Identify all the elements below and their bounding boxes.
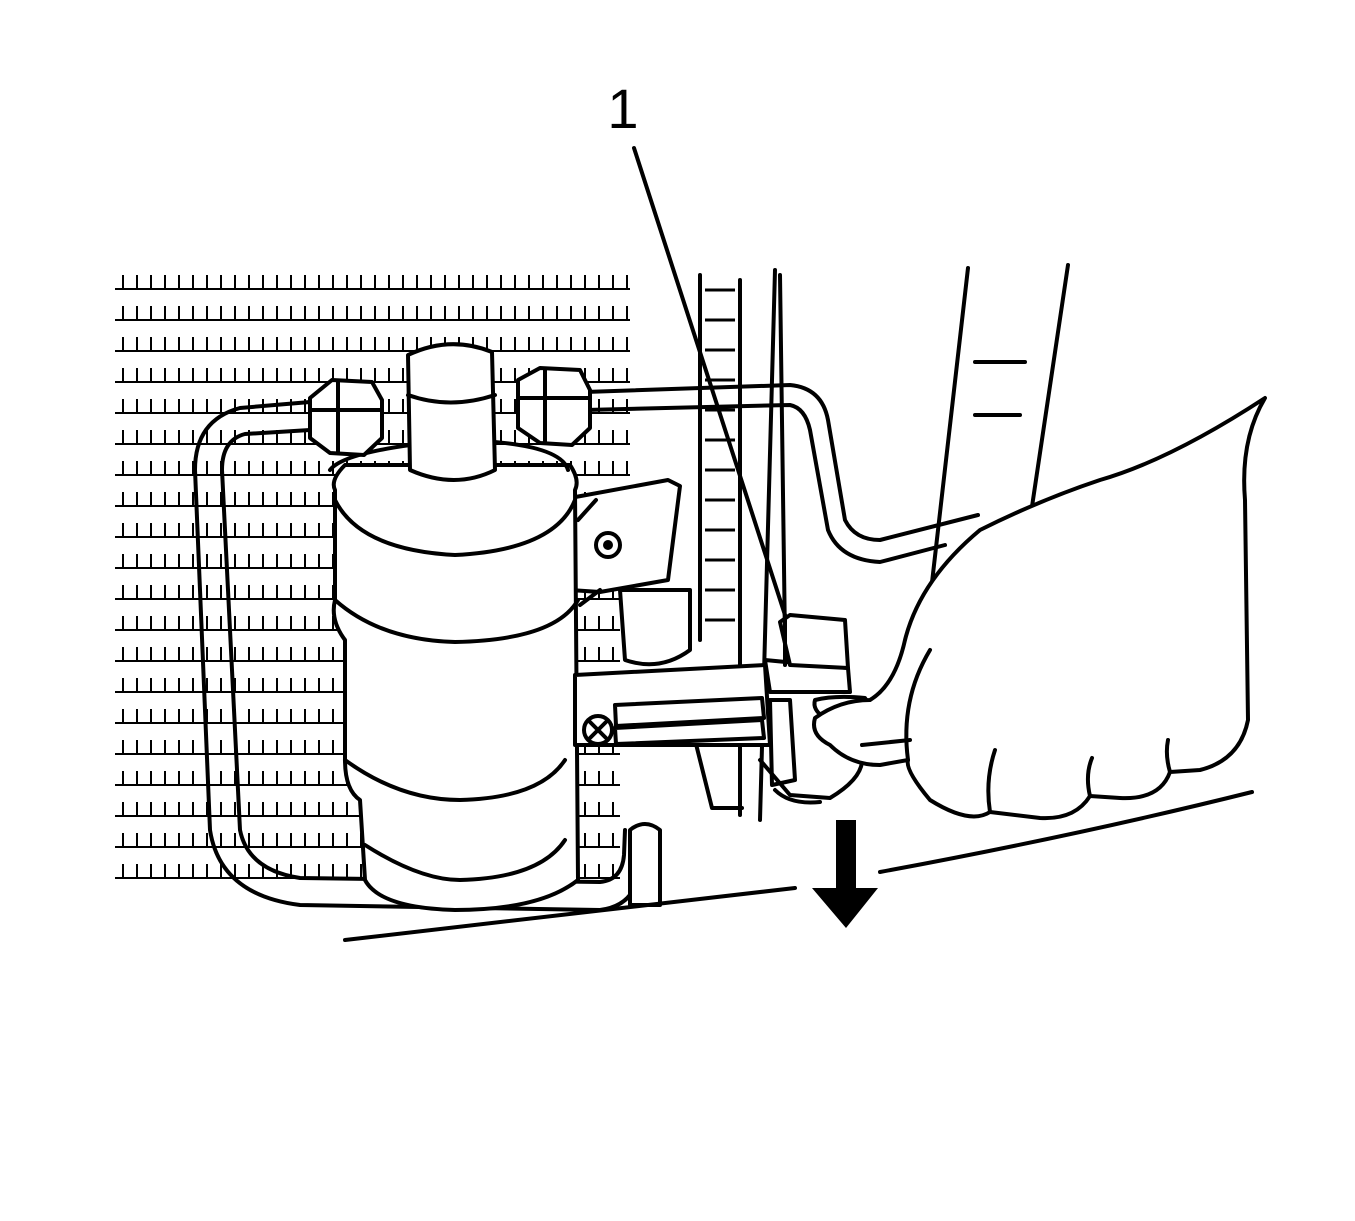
refrigerant-line — [193, 400, 662, 912]
upper-line — [583, 383, 980, 564]
condenser-frame — [688, 268, 787, 822]
quick-connector — [573, 613, 871, 805]
mounting-bracket — [568, 478, 692, 667]
ground-curves — [343, 790, 1254, 942]
down-arrow-icon — [812, 820, 878, 928]
hex-fittings — [308, 366, 592, 457]
callout-label-1: 1 — [607, 77, 638, 140]
receiver-drier — [328, 342, 580, 912]
technician-hand — [812, 263, 1267, 821]
callout-leader-1 — [632, 146, 787, 617]
